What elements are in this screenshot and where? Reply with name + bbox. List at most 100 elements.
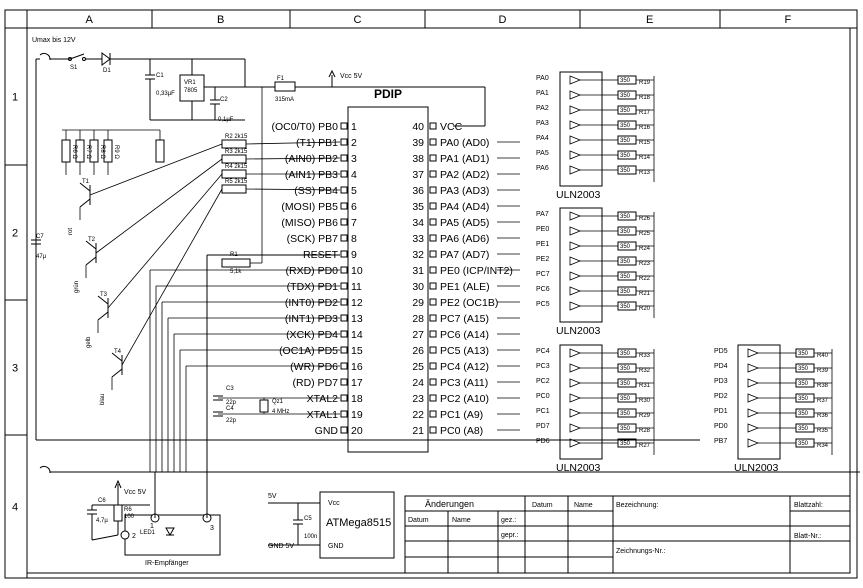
chip-pin-number: 14: [351, 329, 363, 341]
vr-label: VR1: [184, 80, 196, 86]
uln-input-label: PA3: [536, 120, 549, 127]
uln-resistor-value: 350: [620, 78, 631, 84]
diode-icon: [101, 52, 111, 66]
uln-input-label: PD2: [714, 393, 728, 400]
chip-pin-number: 27: [412, 329, 424, 341]
uln-chip-body: [737, 344, 781, 460]
uln-input-label: PC2: [536, 378, 550, 385]
tb-gepr: gepr.:: [501, 532, 519, 539]
uln-input-label: PD4: [714, 363, 728, 370]
chip-pin-number: 30: [412, 281, 424, 293]
chip-pin-pad: [429, 138, 437, 146]
uln-resistor-value: 350: [620, 259, 631, 265]
chip-pin-pad: [429, 410, 437, 418]
uln-resistor-label: R35: [817, 428, 829, 434]
uln-resistor-value: 350: [620, 214, 631, 220]
uln-chip-body: [559, 207, 603, 323]
chip-pin-number: 7: [351, 217, 357, 229]
chip-pin-pad: [429, 202, 437, 210]
led-resistor-label: R6 Ω: [71, 145, 77, 159]
tb-gez: gez.:: [501, 517, 516, 524]
chip-pin-number: 23: [412, 393, 424, 405]
mini-vcc-label: Vcc: [328, 500, 340, 507]
uln-resistor-label: R19: [639, 80, 651, 86]
chip-pin-label: PC1 (A9): [440, 409, 483, 421]
chip-pin-label: PC6 (A14): [440, 329, 489, 341]
uln-driver-icon: [569, 150, 582, 160]
uln-resistor-label: R20: [639, 306, 651, 312]
uln-input-label: PC1: [536, 408, 550, 415]
c2-label: C2: [220, 97, 228, 103]
transistor-label: T4: [114, 349, 122, 355]
chip-pin-label: PE0 (ICP/INT2): [440, 265, 513, 277]
uln-resistor-value: 350: [798, 381, 809, 387]
uln-driver-icon: [569, 75, 582, 85]
uln-driver-icon: [569, 241, 582, 251]
uln-driver-icon: [747, 408, 760, 418]
chip-pin-pad: [429, 426, 437, 434]
uln-driver-icon: [569, 226, 582, 236]
uln-input-label: PA4: [536, 135, 549, 142]
c1-value: 0,33µF: [156, 91, 175, 97]
chip-pin-label: VCC: [440, 121, 463, 133]
chip-pin-number: 10: [351, 265, 363, 277]
chip-pin-pad: [429, 378, 437, 386]
led-color-label: blau: [100, 394, 106, 405]
chip-pin-number: 29: [412, 297, 424, 309]
chip-pin-label: XTAL2: [307, 393, 338, 405]
c5-value: 100n: [304, 534, 317, 540]
chip-pin-number: 21: [412, 425, 424, 437]
chip-pin-number: 34: [412, 217, 424, 229]
uln-driver-icon: [569, 256, 582, 266]
uln-resistor-value: 350: [620, 411, 631, 417]
uln-resistor-label: R17: [639, 110, 651, 116]
svg-text:3: 3: [210, 525, 214, 532]
chip-pin-number: 2: [351, 137, 357, 149]
chip-pin-label: GND: [315, 425, 339, 437]
uln-input-label: PA7: [536, 211, 549, 218]
led-color-label: grün: [74, 281, 80, 293]
row-marker: 4: [12, 502, 18, 514]
column-marker: D: [499, 14, 507, 26]
chip-pin-number: 22: [412, 409, 424, 421]
chip-pin-pad: [340, 282, 348, 290]
chip-pin-number: 38: [412, 153, 424, 165]
led-icon: [165, 527, 175, 537]
uln-driver-icon: [747, 363, 760, 373]
row-marker: 1: [12, 92, 18, 104]
ir-receiver: Vcc 5V C6 4,7µ R6 100 1 2 3 LED1 IR-Empf…: [87, 254, 340, 567]
chip-pin-pad: [340, 202, 348, 210]
row-marker: 3: [12, 363, 18, 375]
chip-pin-label: PE2 (OC1B): [440, 297, 498, 309]
fuse-value: 315mA: [275, 97, 294, 103]
uln-driver-icon: [747, 423, 760, 433]
chip-pin-label: XTAL1: [307, 409, 338, 421]
chip-pin-number: 28: [412, 313, 424, 325]
uln-driver-icon: [569, 120, 582, 130]
tb-zeichnungs-nr: Zeichnungs-Nr.:: [616, 548, 665, 555]
uln-input-label: PB7: [714, 438, 727, 445]
chip-pin-pad: [340, 250, 348, 258]
uln-resistor-value: 350: [620, 289, 631, 295]
uln-resistor-value: 350: [620, 229, 631, 235]
vr-value: 7805: [184, 88, 198, 94]
base-resistor: [221, 154, 247, 164]
base-resistor: [221, 139, 247, 149]
changes-header: Änderungen: [425, 499, 474, 509]
chip-pin-number: 13: [351, 313, 363, 325]
svg-text:2: 2: [132, 533, 136, 540]
uln-resistor-value: 350: [620, 381, 631, 387]
chip-pin-pad: [340, 298, 348, 306]
svg-text:1: 1: [150, 523, 154, 530]
uln-resistor-value: 350: [620, 93, 631, 99]
r6-label: R6: [124, 507, 132, 513]
chip-pin-pad: [429, 314, 437, 322]
vcc-label: Vcc 5V: [340, 73, 363, 80]
uln-resistor-value: 350: [798, 396, 809, 402]
uln-resistor-value: 350: [620, 244, 631, 250]
chip-pin-pad: [340, 266, 348, 274]
